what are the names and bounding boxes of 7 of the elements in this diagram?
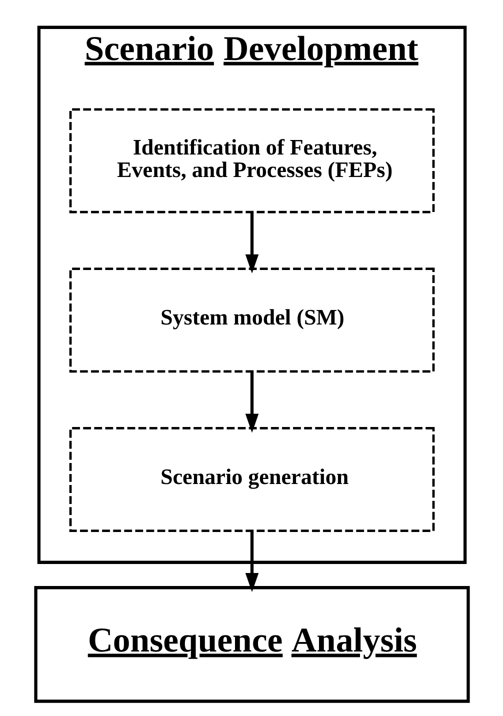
node-box: Identification of Features, Events, and Processes (FEPs): [68, 108, 434, 214]
node-box: System model (SM): [68, 268, 434, 373]
arrow: [244, 372, 258, 433]
node-box: Scenario generation: [68, 427, 434, 532]
arrow: [244, 212, 258, 274]
arrow: [244, 530, 258, 592]
node-box: Consequence Analysis: [34, 586, 470, 703]
